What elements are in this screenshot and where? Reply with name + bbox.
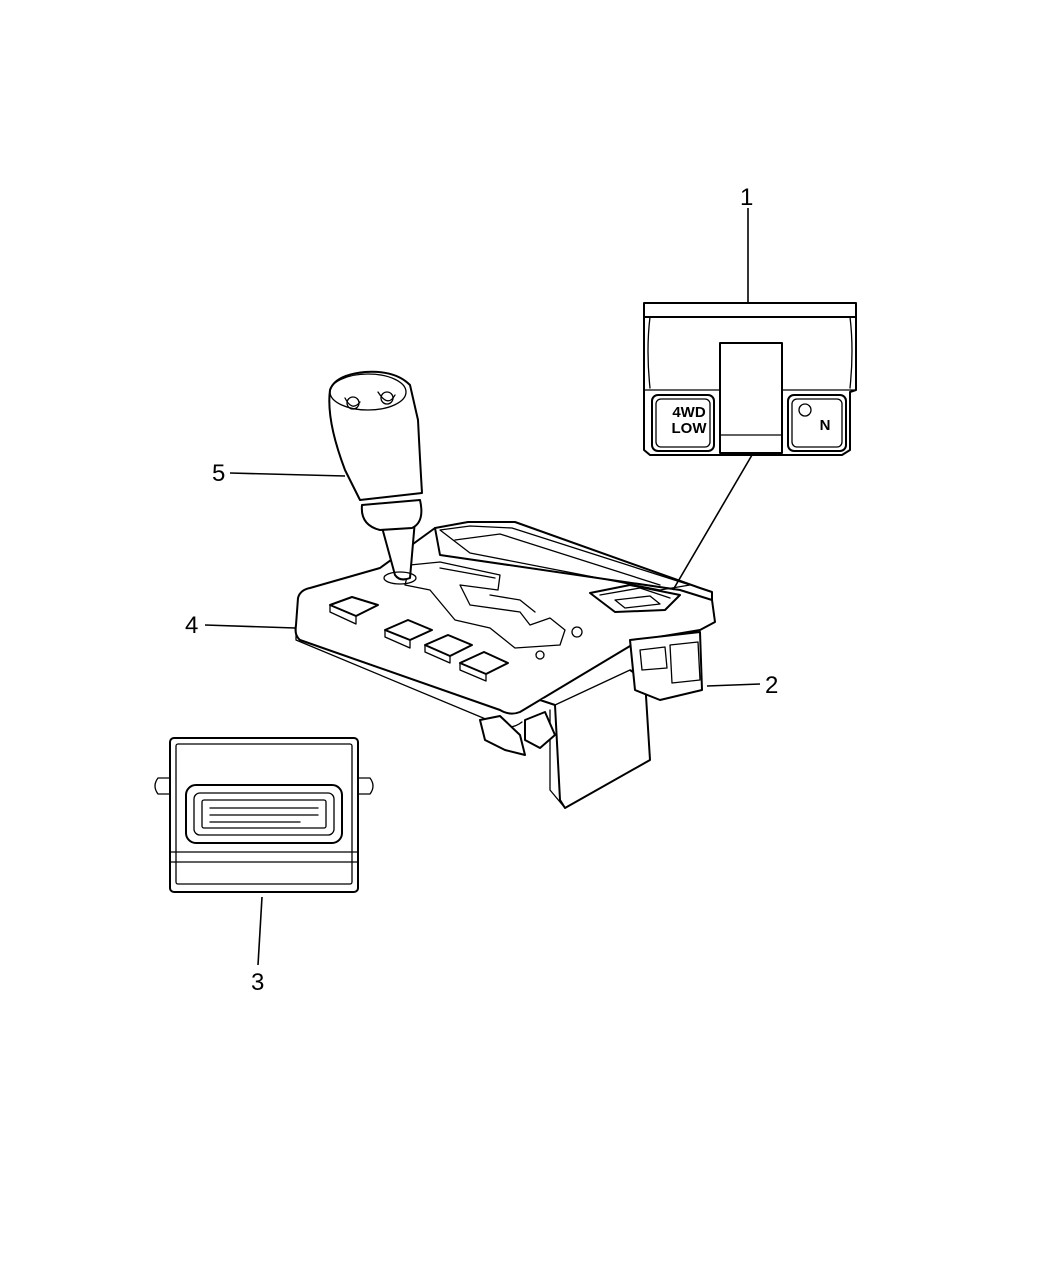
part-1-4wd-switch[interactable]: 4WD LOW N — [643, 302, 857, 456]
switch-label-4wd: 4WD — [672, 404, 706, 421]
part-5-shift-knob[interactable] — [328, 370, 423, 585]
switch-label-low: LOW — [672, 420, 708, 437]
callout-3: 3 — [251, 969, 264, 996]
part-3-control-module[interactable] — [154, 737, 374, 893]
callout-4: 4 — [185, 612, 198, 639]
leader-lines — [204, 208, 761, 966]
callout-2: 2 — [765, 672, 778, 699]
callout-1: 1 — [740, 184, 753, 211]
switch-label-n: N — [820, 417, 831, 434]
part-2-bracket[interactable] — [479, 631, 703, 809]
callout-5: 5 — [212, 460, 225, 487]
callout-numbers: 1 2 3 4 5 — [185, 184, 778, 996]
